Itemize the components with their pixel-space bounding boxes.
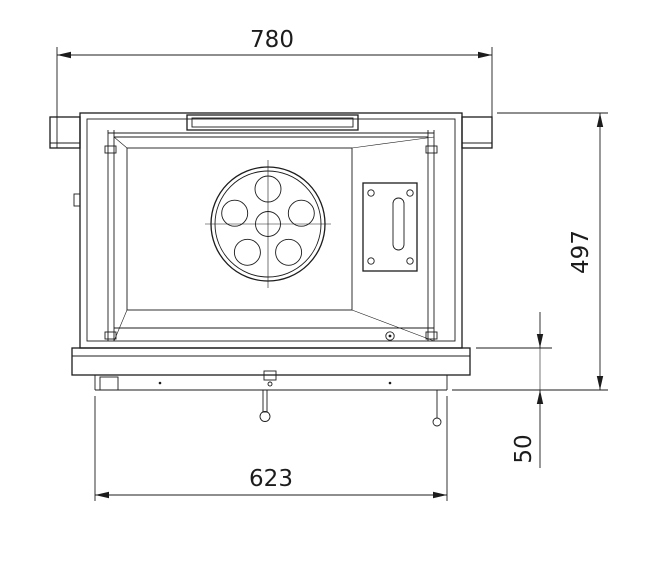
arrowhead-left	[95, 491, 109, 499]
dimension-top-width: 780	[56, 27, 493, 148]
dimension-text-inner-width: 623	[249, 466, 293, 492]
dimension-text-overall-width: 780	[250, 27, 294, 53]
latch-slot	[392, 197, 405, 251]
top-vent-inner	[191, 117, 354, 128]
hinge-block	[425, 145, 438, 154]
right-rod-knob	[432, 417, 442, 427]
dimension-overall-height: 497	[452, 112, 608, 391]
control-rods	[259, 389, 442, 427]
screw	[367, 257, 375, 265]
plate-hole	[221, 199, 249, 227]
center-tab	[263, 370, 277, 381]
tray-left-block	[99, 376, 119, 391]
arrowhead-up	[596, 113, 604, 127]
base-assembly	[71, 347, 471, 391]
arrowhead-right	[478, 51, 492, 59]
arrowhead-down	[536, 334, 544, 348]
plate-hole	[287, 199, 315, 227]
screw	[406, 189, 414, 197]
plate-hole	[233, 238, 261, 266]
latch-plate-outline	[362, 182, 418, 272]
hinge-block	[104, 145, 117, 154]
hinge-block	[425, 331, 438, 340]
dimension-inner-width: 623	[94, 396, 448, 501]
left-hinge-tab	[73, 193, 81, 207]
center-tab-pin	[267, 381, 273, 387]
arrowhead-right	[433, 491, 447, 499]
dimension-text-overall-height: 497	[568, 230, 594, 274]
cabinet-inner-frame	[86, 118, 456, 342]
arrowhead-left	[57, 51, 71, 59]
left-top-tab	[49, 116, 81, 149]
rivet	[158, 381, 162, 385]
screw	[367, 189, 375, 197]
rivet	[388, 381, 392, 385]
dimension-base-height: 50	[476, 312, 552, 468]
screw	[406, 257, 414, 265]
dimension-text-base-height: 50	[511, 434, 537, 463]
door-latch-plate	[362, 182, 418, 272]
latch-knob-center	[388, 334, 392, 338]
base-band	[71, 347, 471, 376]
arrowhead-up	[536, 390, 544, 404]
plate-hole	[275, 238, 303, 266]
center-rod-knob	[259, 411, 271, 422]
latch-knob	[385, 331, 395, 341]
arrowhead-down	[596, 376, 604, 390]
firebox-interior	[104, 130, 438, 342]
center-rod	[262, 389, 268, 413]
top-vent-outer	[186, 114, 359, 131]
firebox-back-wall	[126, 147, 353, 311]
burner-plate	[205, 160, 331, 288]
